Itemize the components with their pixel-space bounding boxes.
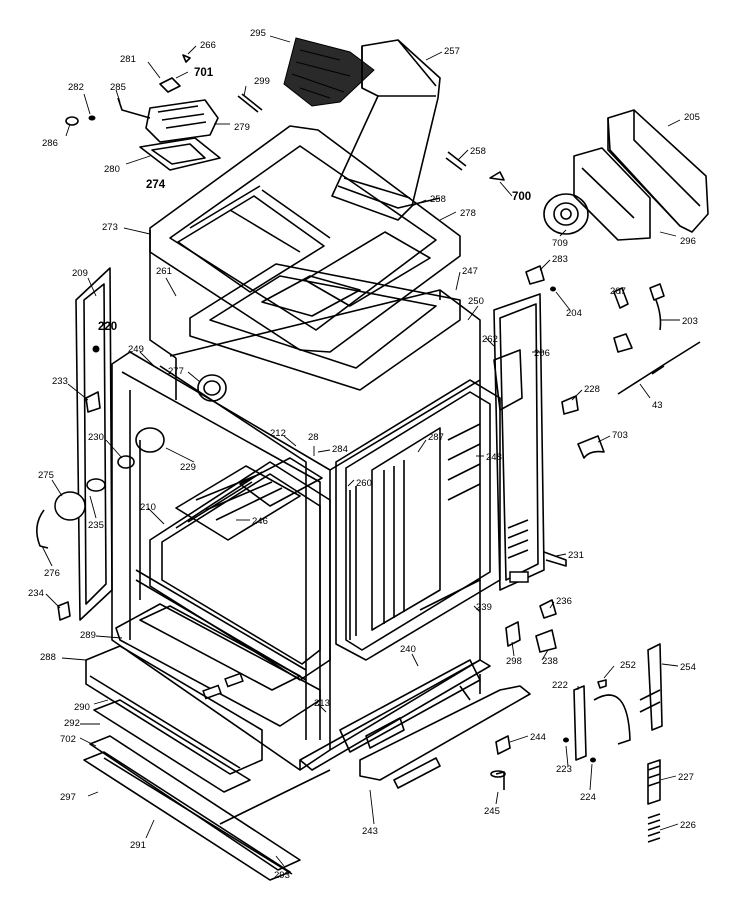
callout-277: 277 bbox=[168, 366, 184, 377]
callout-258-upper: 258 bbox=[470, 146, 486, 157]
callout-288: 288 bbox=[40, 652, 56, 663]
callout-247: 247 bbox=[462, 266, 478, 277]
kick-panel bbox=[339, 659, 531, 789]
oven-light-assembly bbox=[36, 374, 227, 549]
callout-240: 240 bbox=[400, 644, 416, 655]
callout-275: 275 bbox=[38, 470, 54, 481]
callout-244: 244 bbox=[530, 732, 546, 743]
callout-261: 261 bbox=[156, 266, 172, 277]
callout-224: 224 bbox=[580, 792, 596, 803]
callout-228: 228 bbox=[584, 384, 600, 395]
callout-249: 249 bbox=[128, 344, 144, 355]
oven-front-frame bbox=[135, 457, 331, 681]
callout-278: 278 bbox=[460, 208, 476, 219]
callout-234: 234 bbox=[28, 588, 44, 599]
callout-207: 207 bbox=[610, 286, 626, 297]
callout-284: 284 bbox=[332, 444, 348, 455]
callout-291: 291 bbox=[130, 840, 146, 851]
callout-274: 274 bbox=[146, 179, 166, 191]
oven-rack bbox=[175, 465, 301, 541]
callout-702: 702 bbox=[60, 734, 76, 745]
callout-222: 222 bbox=[552, 680, 568, 691]
callout-235: 235 bbox=[88, 520, 104, 531]
drawer-rollers bbox=[505, 599, 557, 653]
callout-280: 280 bbox=[104, 164, 120, 175]
callout-230: 230 bbox=[88, 432, 104, 443]
callout-282: 282 bbox=[68, 82, 84, 93]
callout-281: 281 bbox=[120, 54, 136, 65]
callout-285: 285 bbox=[110, 82, 126, 93]
callout-283: 283 bbox=[552, 254, 568, 265]
right-side-panel bbox=[335, 379, 501, 661]
callout-223: 223 bbox=[556, 764, 572, 775]
callout-205: 205 bbox=[684, 112, 700, 123]
callout-43: 43 bbox=[652, 400, 663, 411]
callout-289: 289 bbox=[80, 630, 96, 641]
callout-299: 299 bbox=[254, 76, 270, 87]
callout-262: 262 bbox=[482, 334, 498, 345]
callout-276: 276 bbox=[44, 568, 60, 579]
callout-257: 257 bbox=[444, 46, 460, 57]
callout-233: 233 bbox=[52, 376, 68, 387]
callout-239: 239 bbox=[476, 602, 492, 613]
callout-203: 203 bbox=[682, 316, 698, 327]
vent-duct bbox=[331, 39, 441, 221]
leader-lines bbox=[41, 35, 681, 867]
callout-250: 250 bbox=[468, 296, 484, 307]
drawer-front-panel bbox=[83, 645, 301, 881]
callout-243: 243 bbox=[362, 826, 378, 837]
door-hinge bbox=[563, 643, 663, 763]
callout-238: 238 bbox=[542, 656, 558, 667]
rear-right-panel bbox=[493, 293, 567, 591]
callout-227: 227 bbox=[678, 772, 694, 783]
rear-vent-panel bbox=[543, 109, 709, 241]
callout-252: 252 bbox=[620, 660, 636, 671]
callout-229: 229 bbox=[180, 462, 196, 473]
callout-28: 28 bbox=[308, 432, 319, 443]
callout-293: 293 bbox=[274, 870, 290, 881]
callout-700: 700 bbox=[512, 191, 531, 203]
callout-245: 245 bbox=[484, 806, 500, 817]
callout-213: 213 bbox=[314, 698, 330, 709]
callout-701: 701 bbox=[194, 67, 214, 79]
callout-labels: 295 257 266 281 701 299 282 285 286 279 … bbox=[28, 28, 700, 881]
callout-290: 290 bbox=[74, 702, 90, 713]
callout-260: 260 bbox=[356, 478, 372, 489]
broiler-drawer bbox=[115, 603, 321, 727]
callout-709: 709 bbox=[552, 238, 568, 249]
callout-254: 254 bbox=[680, 662, 696, 673]
callout-266: 266 bbox=[200, 40, 216, 51]
callout-279: 279 bbox=[234, 122, 250, 133]
callout-258-lower: 258 bbox=[430, 194, 446, 205]
callout-212: 212 bbox=[270, 428, 286, 439]
callout-292: 292 bbox=[64, 718, 80, 729]
bottom-trim-rail bbox=[219, 659, 491, 825]
callout-236: 236 bbox=[556, 596, 572, 607]
callout-204: 204 bbox=[566, 308, 582, 319]
callout-703: 703 bbox=[612, 430, 628, 441]
leveling-legs bbox=[490, 735, 511, 790]
callout-273: 273 bbox=[102, 222, 118, 233]
callout-296: 296 bbox=[680, 236, 696, 247]
small-top-right-parts bbox=[445, 151, 701, 459]
callout-246: 246 bbox=[252, 516, 268, 527]
callout-210: 210 bbox=[140, 502, 156, 513]
callout-206: 206 bbox=[534, 348, 550, 359]
callout-295: 295 bbox=[250, 28, 266, 39]
callout-209: 209 bbox=[72, 268, 88, 279]
callout-286: 286 bbox=[42, 138, 58, 149]
callout-248: 248 bbox=[486, 452, 502, 463]
top-burner-assembly bbox=[65, 54, 263, 171]
insulation-pad bbox=[283, 37, 375, 107]
callout-298: 298 bbox=[506, 656, 522, 667]
callout-297: 297 bbox=[60, 792, 76, 803]
oven-top-liner bbox=[189, 263, 461, 391]
igniter-and-spring bbox=[647, 759, 661, 843]
callout-226: 226 bbox=[680, 820, 696, 831]
callout-231: 231 bbox=[568, 550, 584, 561]
callout-287: 287 bbox=[428, 432, 444, 443]
callout-220: 220 bbox=[98, 321, 117, 333]
